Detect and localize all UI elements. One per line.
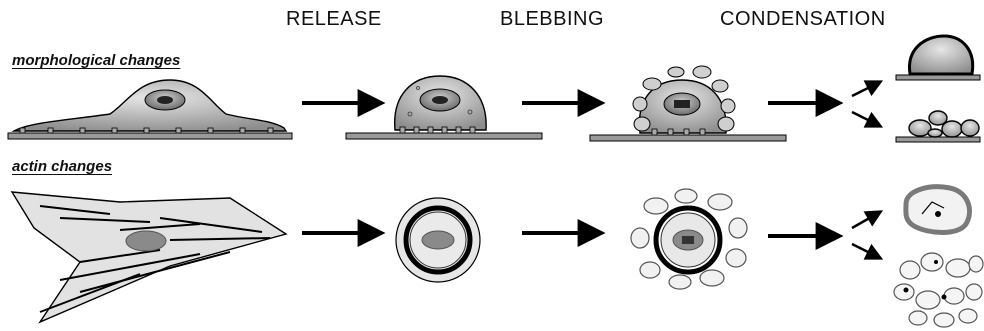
actin-cell-release	[396, 198, 480, 282]
morph-cell-release	[346, 76, 542, 139]
morph-cell-spread	[8, 80, 292, 139]
morph-apoptotic-bodies	[896, 111, 980, 142]
substrate-2	[346, 133, 542, 139]
nucleolus-1	[157, 96, 173, 104]
morph-cell-blebbing	[590, 66, 786, 141]
arrow-branch-up-1	[852, 82, 880, 96]
morph-cell-condensed	[896, 36, 980, 80]
arrow-branch-up-2	[852, 212, 880, 228]
actin-cell-condensed	[906, 187, 970, 233]
nucleus-actin-1	[126, 231, 166, 251]
arrow-branch-down-2	[852, 244, 880, 258]
substrate-3	[590, 135, 786, 141]
actin-cell-spread	[12, 192, 286, 322]
actin-cell-blebbing	[631, 189, 747, 289]
arrow-branch-down-1	[852, 112, 880, 126]
nucleus-actin-2	[422, 231, 454, 249]
substrate-1	[8, 133, 292, 139]
actin-apoptotic-bodies	[894, 253, 983, 327]
